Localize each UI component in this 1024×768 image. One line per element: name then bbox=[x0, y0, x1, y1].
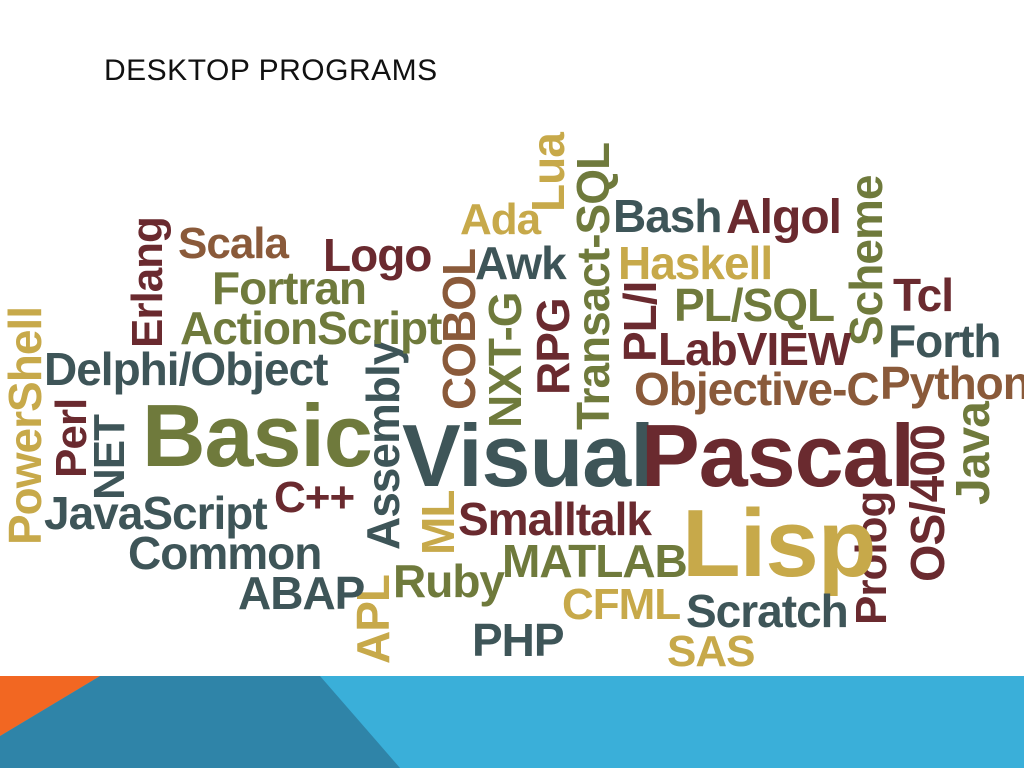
word-java: Java bbox=[947, 402, 1000, 505]
word-pl-i: PL/I bbox=[614, 281, 666, 362]
word-python: Python bbox=[880, 357, 1024, 409]
word-scala: Scala bbox=[178, 219, 289, 268]
word-haskell: Haskell bbox=[618, 237, 773, 289]
word-actionscript: ActionScript bbox=[180, 302, 442, 354]
word-pascal: Pascal bbox=[641, 406, 915, 505]
word-cfml: CFML bbox=[562, 580, 681, 629]
word-ruby: Ruby bbox=[393, 555, 505, 607]
word-javascript: JavaScript bbox=[44, 487, 268, 539]
word-abap: ABAP bbox=[238, 567, 365, 619]
footer-band bbox=[0, 676, 1024, 768]
word-logo: Logo bbox=[323, 229, 432, 281]
word-sas: SAS bbox=[667, 627, 755, 676]
word-visual: Visual bbox=[402, 406, 655, 505]
word-basic: Basic bbox=[142, 386, 373, 485]
word-labview: LabVIEW bbox=[658, 323, 851, 375]
word-fortran: Fortran bbox=[212, 262, 367, 314]
word-powershell: PowerShell bbox=[0, 307, 51, 545]
word-algol: Algol bbox=[726, 191, 842, 244]
word-rpg: RPG bbox=[527, 298, 579, 395]
word-objective-c: Objective-C bbox=[634, 363, 880, 415]
footer-blue-dark bbox=[0, 676, 400, 768]
word-scheme: Scheme bbox=[840, 175, 892, 346]
word-php: PHP bbox=[472, 614, 565, 666]
word-forth: Forth bbox=[888, 315, 1002, 367]
word-erlang: Erlang bbox=[123, 217, 172, 348]
word-bash: Bash bbox=[613, 190, 722, 242]
word-common: Common bbox=[128, 527, 322, 579]
word-tcl: Tcl bbox=[893, 269, 954, 321]
word-awk: Awk bbox=[475, 237, 567, 289]
word-cpp: C++ bbox=[274, 473, 355, 522]
word-smalltalk: Smalltalk bbox=[458, 493, 652, 545]
word-pl-sql: PL/SQL bbox=[674, 279, 835, 331]
word-ada: Ada bbox=[460, 195, 541, 244]
word-delphi: Delphi/Object bbox=[44, 343, 328, 395]
word-lisp: Lisp bbox=[682, 490, 876, 597]
slide-title: DESKTOP PROGRAMS bbox=[104, 54, 438, 87]
footer-orange bbox=[0, 676, 100, 736]
word-matlab: MATLAB bbox=[502, 535, 688, 587]
word-scratch: Scratch bbox=[686, 585, 849, 637]
